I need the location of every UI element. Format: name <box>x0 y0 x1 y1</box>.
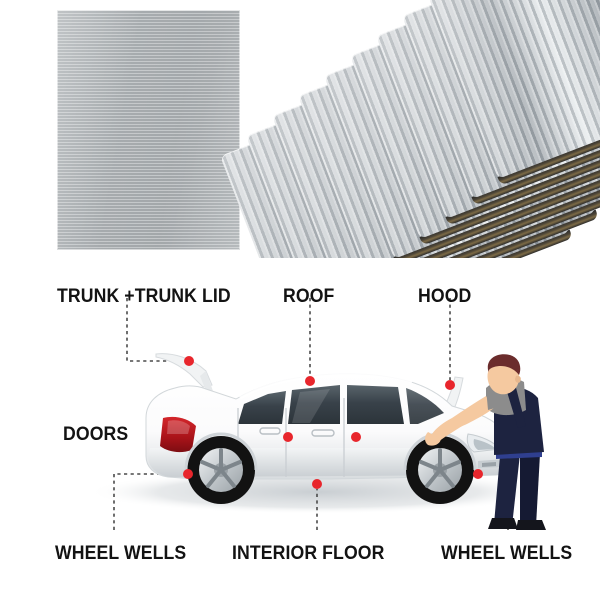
mechanic-ear <box>515 375 521 383</box>
mechanic-hand <box>425 432 441 446</box>
roof-marker <box>305 376 315 386</box>
front-door-glass <box>347 385 404 424</box>
application-diagram-section: TRUNK +TRUNK LID ROOF HOOD DOORS WHEEL W… <box>0 258 600 600</box>
fog-light <box>482 462 496 467</box>
label-doors: DOORS <box>63 424 129 445</box>
label-wheel-wells-front: WHEEL WELLS <box>441 543 573 564</box>
rear-quarter-glass <box>238 391 286 424</box>
rear-door-glass <box>288 385 340 424</box>
windshield <box>406 388 444 424</box>
rear-wheel <box>187 436 255 504</box>
label-trunk: TRUNK +TRUNK LID <box>57 286 231 307</box>
label-interior-floor: INTERIOR FLOOR <box>232 543 385 564</box>
car-illustration <box>145 353 513 504</box>
trunk-lid <box>155 353 213 388</box>
door-handle-front <box>311 429 335 437</box>
glass-sheen <box>292 389 330 423</box>
trunk-marker <box>184 356 194 366</box>
wheel-well-rear-marker <box>183 469 193 479</box>
taillight-sheen <box>167 420 190 434</box>
mechanic-arm-lower <box>432 418 462 442</box>
mechanic-hair <box>487 354 521 375</box>
headlight-lens <box>473 439 496 450</box>
mechanic-leg-back <box>520 454 540 526</box>
car-application-svg <box>88 298 548 530</box>
stacked-foil-butyl-sheets <box>220 0 600 258</box>
leader-trunk <box>126 298 182 362</box>
front-wheel <box>406 436 474 504</box>
mechanic-leg-front <box>494 454 520 526</box>
product-photo-section <box>0 0 600 258</box>
label-wheel-wells-rear: WHEEL WELLS <box>55 543 187 564</box>
sample-sheen-overlay <box>57 10 240 250</box>
wheel-well-front-marker <box>473 469 483 479</box>
mechanic-figure <box>425 354 546 530</box>
mechanic-head <box>487 360 520 395</box>
hood-marker <box>445 380 455 390</box>
rear-wheel-arch <box>184 432 258 471</box>
trunk-lid-strut <box>200 371 214 396</box>
mechanic-shoe-front <box>488 518 518 529</box>
door-handle-rear <box>259 427 281 435</box>
label-hood: HOOD <box>418 286 472 307</box>
taillight <box>160 416 196 453</box>
gray-fabric-sound-deadening-sample <box>57 10 240 250</box>
door-rear-marker <box>283 432 293 442</box>
mechanic-arm-upper <box>452 396 494 428</box>
door-front-marker <box>351 432 361 442</box>
roof-highlight <box>239 371 413 400</box>
mechanic-shoe-back <box>516 520 546 530</box>
application-point-markers <box>183 356 483 489</box>
label-roof: ROOF <box>283 286 335 307</box>
interior-floor-marker <box>312 479 322 489</box>
